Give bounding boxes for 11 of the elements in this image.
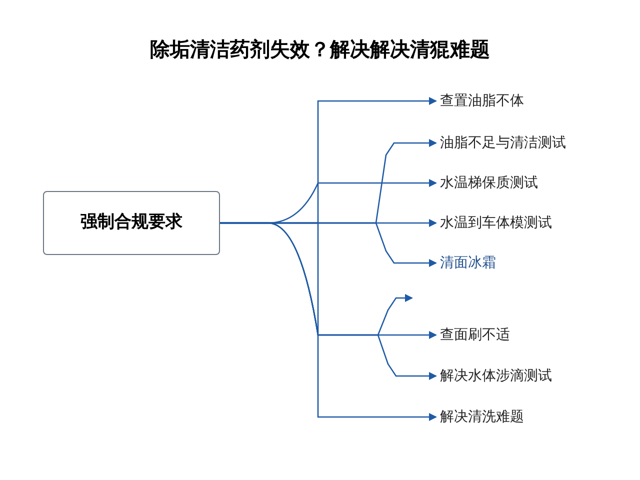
title: 除垢清洁药剂失效？解决解决清猑难题 bbox=[149, 36, 491, 63]
root-box: 强制合规要求 bbox=[43, 191, 220, 255]
branch-label: 清面冰霜 bbox=[440, 254, 510, 272]
branch-label: 查面刷不适 bbox=[440, 323, 610, 347]
arrow bbox=[220, 222, 437, 421]
branch-label: 水温到车体模测试 bbox=[440, 211, 610, 235]
branch-label: 解决清洗难题 bbox=[440, 405, 610, 429]
branch-label: 油脂不足与清洁测试 bbox=[440, 131, 620, 155]
branch-label: 查置油脂不体 bbox=[440, 89, 610, 113]
branch-label: 水温梯保质测试 bbox=[440, 171, 610, 195]
branch-label: 解决水体涉滴测试 bbox=[440, 364, 610, 388]
